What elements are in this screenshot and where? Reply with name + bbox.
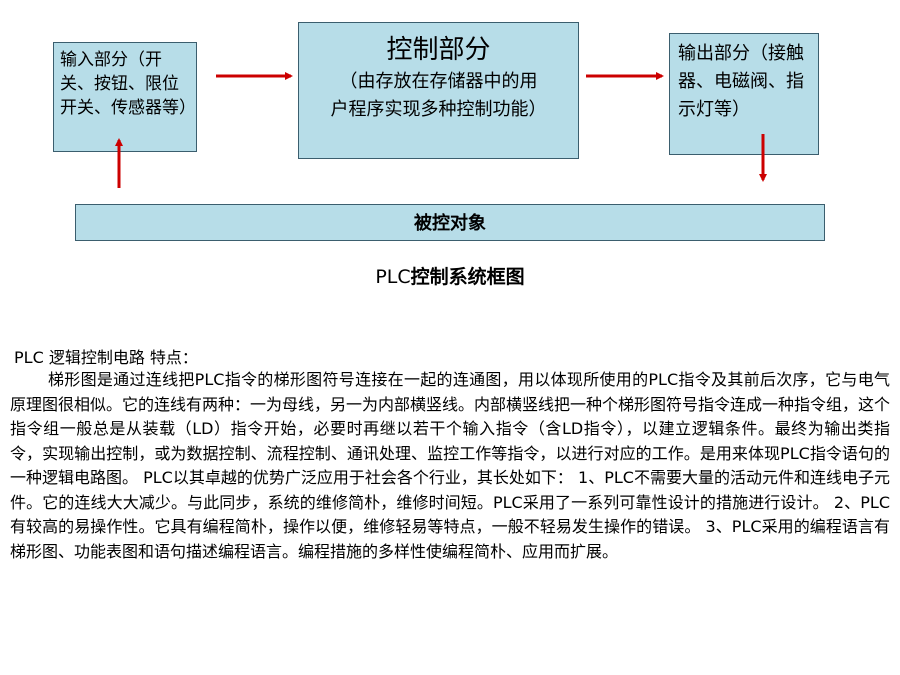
controlled-object-block: 被控对象 xyxy=(75,204,825,241)
description-heading: PLC 逻辑控制电路 特点： xyxy=(14,348,198,367)
input-block-label: 输入部分（开关、按钮、限位开关、传感器等） xyxy=(60,50,196,118)
input-block: 输入部分（开关、按钮、限位开关、传感器等） xyxy=(53,42,197,152)
control-block: 控制部分 （由存放在存储器中的用 户程序实现多种控制功能） xyxy=(298,22,579,159)
control-block-subtitle-line1: （由存放在存储器中的用 xyxy=(339,71,538,92)
control-block-title: 控制部分 xyxy=(386,35,491,65)
controlled-object-label: 被控对象 xyxy=(414,213,486,234)
caption-plc: PLC xyxy=(375,266,411,288)
description-body: 梯形图是通过连线把PLC指令的梯形图符号连接在一起的连通图，用以体现所使用的PL… xyxy=(10,370,891,561)
caption-text: 控制系统框图 xyxy=(410,266,525,288)
control-block-subtitle-line2: 户程序实现多种控制功能） xyxy=(330,99,547,120)
output-block: 输出部分（接触器、电磁阀、指示灯等） xyxy=(669,33,819,155)
output-block-label: 输出部分（接触器、电磁阀、指示灯等） xyxy=(678,43,804,120)
diagram-caption: PLC控制系统框图 xyxy=(0,262,900,289)
